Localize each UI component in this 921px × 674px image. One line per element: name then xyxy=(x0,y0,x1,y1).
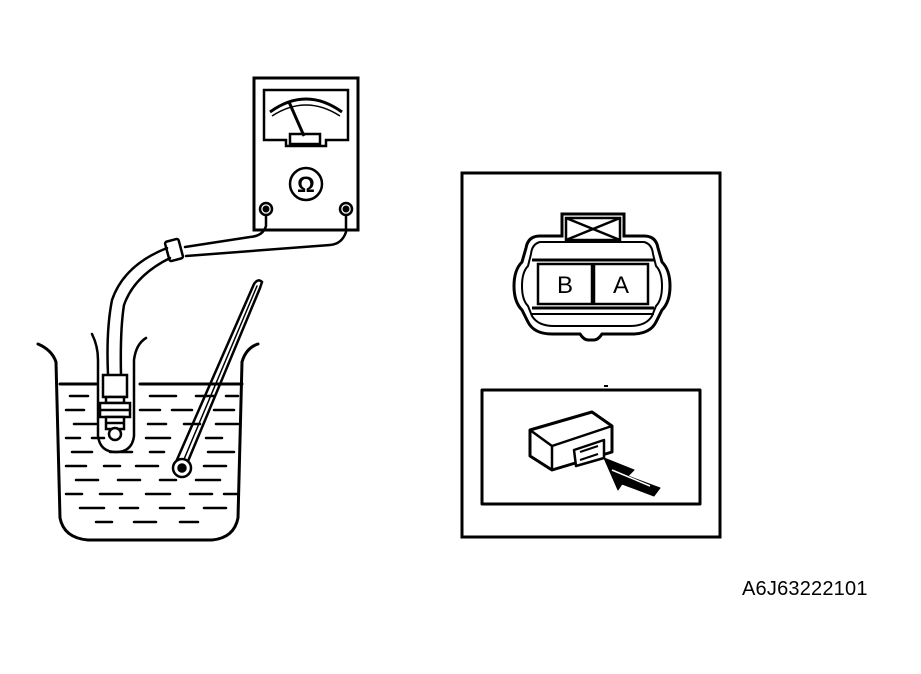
connector-terminal-a xyxy=(592,262,650,306)
connector-terminal-b xyxy=(536,262,594,306)
connector-lock-tab xyxy=(564,216,622,242)
lead-clip xyxy=(163,237,185,263)
terminal-b-label: B xyxy=(557,272,573,299)
temperature-sensor xyxy=(98,373,132,442)
ohmmeter-scale-arc xyxy=(269,97,343,114)
sensor-tip xyxy=(107,426,123,442)
test-leads xyxy=(106,213,348,377)
ohmmeter-ohm-badge xyxy=(288,166,324,202)
terminal-a-label: A xyxy=(613,272,629,299)
sensor-holder xyxy=(90,332,148,454)
view-direction-arrow xyxy=(603,457,661,497)
ohm-symbol: Ω xyxy=(297,172,315,197)
connector-view-inset xyxy=(480,385,702,506)
liquid xyxy=(58,382,244,524)
document-code: A6J63222101 xyxy=(742,578,868,600)
ohmmeter-needle-pivot xyxy=(288,132,322,146)
ohmmeter-body xyxy=(252,76,360,232)
connector-view-frame xyxy=(480,388,702,506)
connector-face-outer xyxy=(512,212,672,342)
sensor-connector-body xyxy=(101,373,129,399)
connector-panel-frame xyxy=(460,171,722,539)
beaker-left-wall xyxy=(36,342,244,542)
ohmmeter-dial-window xyxy=(262,88,350,148)
ohmmeter xyxy=(252,76,360,232)
thermometer xyxy=(171,279,264,479)
connector-panel xyxy=(460,171,722,539)
beaker xyxy=(36,342,260,542)
ohmmeter-needle xyxy=(287,101,306,137)
